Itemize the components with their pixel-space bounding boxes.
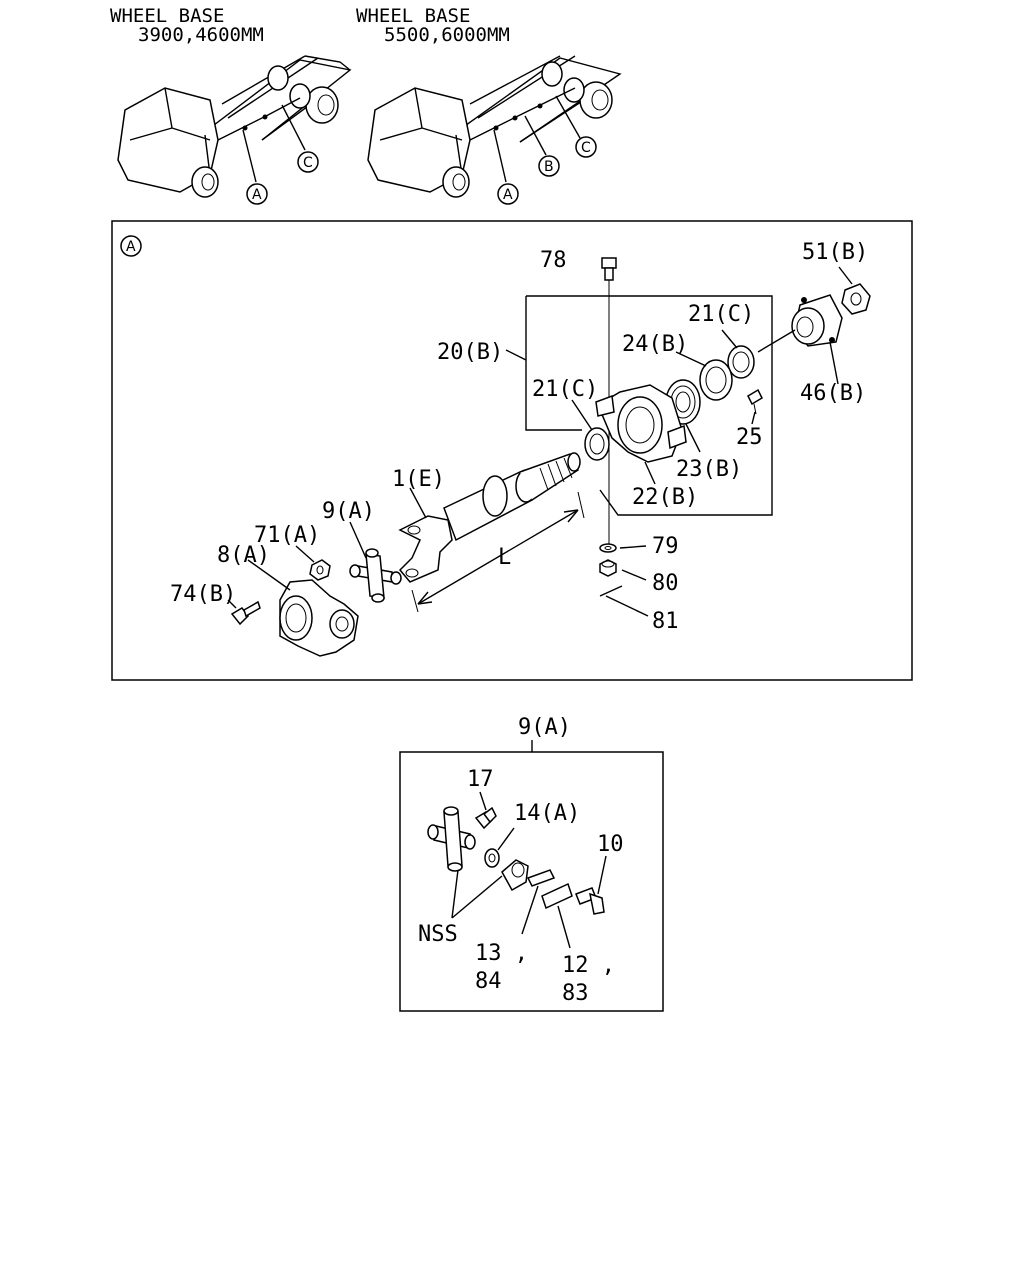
- callout-b-truck2: B: [538, 155, 560, 177]
- seal-14a: [484, 848, 500, 868]
- svg-text:A: A: [126, 239, 136, 255]
- label-12: 12 ,: [562, 953, 615, 978]
- label-80: 80: [652, 571, 679, 596]
- cotter-pin-81: [599, 585, 623, 597]
- label-84: 84: [475, 969, 502, 994]
- label-9a: 9(A): [322, 499, 375, 524]
- dimension-l: [411, 491, 585, 613]
- label-nss: NSS: [418, 922, 458, 947]
- seal-21c-mid: [584, 427, 610, 461]
- callout-a-assembly: A: [120, 235, 142, 257]
- grease-fitting-17: [474, 806, 497, 830]
- wheel-base-left-value: 3900,4600MM: [138, 24, 264, 46]
- label-71a: 71(A): [254, 523, 320, 548]
- svg-text:B: B: [544, 159, 554, 175]
- label-8a: 8(A): [217, 543, 270, 568]
- bearing-cup: [501, 859, 529, 892]
- svg-text:C: C: [581, 140, 591, 156]
- label-20b: 20(B): [437, 340, 503, 365]
- label-17: 17: [467, 767, 494, 792]
- truck-illustration-short-wheelbase: [117, 55, 352, 198]
- label-25: 25: [736, 425, 763, 450]
- label-13: 13 ,: [475, 941, 528, 966]
- label-74b: 74(B): [170, 582, 236, 607]
- flange-yoke-8a: [279, 579, 359, 657]
- label-46b: 46(B): [800, 381, 866, 406]
- label-22b: 22(B): [632, 485, 698, 510]
- label-dimension-l: L: [498, 545, 511, 570]
- slinger-24b: [699, 359, 733, 401]
- detail-9a-frame: [399, 751, 664, 1012]
- svg-text:A: A: [252, 187, 262, 203]
- label-1e: 1(E): [392, 467, 445, 492]
- svg-text:C: C: [303, 155, 313, 171]
- flange-46b: [791, 294, 843, 347]
- label-81: 81: [652, 609, 679, 634]
- grease-nipple-25: [747, 388, 763, 415]
- wheel-base-right-value: 5500,6000MM: [384, 24, 510, 46]
- label-21c-top: 21(C): [688, 302, 754, 327]
- assembly-a-frame: [111, 220, 913, 681]
- callout-c-truck2: C: [575, 136, 597, 158]
- plate-12: [541, 882, 573, 910]
- bolt-10: [575, 887, 605, 915]
- label-78: 78: [540, 248, 567, 273]
- label-83: 83: [562, 981, 589, 1006]
- callout-a-truck2: A: [497, 183, 519, 205]
- label-23b: 23(B): [676, 457, 742, 482]
- nut-71a: [309, 559, 331, 581]
- label-21c-mid: 21(C): [532, 377, 598, 402]
- nut-80: [599, 559, 617, 577]
- label-24b: 24(B): [622, 332, 688, 357]
- washer-79: [599, 543, 617, 553]
- center-bearing-bracket-22b: [595, 384, 687, 463]
- label-51b: 51(B): [802, 240, 868, 265]
- spider-cross: [427, 806, 476, 872]
- nut-51b: [841, 283, 871, 315]
- truck-illustration-long-wheelbase: [367, 55, 622, 198]
- bolt-74b: [230, 600, 261, 626]
- propeller-shaft-1e: [398, 452, 581, 583]
- svg-text:A: A: [503, 187, 513, 203]
- callout-a-truck1: A: [246, 183, 268, 205]
- callout-c-truck1: C: [297, 151, 319, 173]
- label-10: 10: [597, 832, 624, 857]
- universal-joint-9a: [349, 548, 402, 603]
- detail-title-9a: 9(A): [518, 715, 571, 740]
- label-79: 79: [652, 534, 679, 559]
- wheel-base-right-title: WHEEL BASE: [356, 5, 470, 27]
- wheel-base-left-title: WHEEL BASE: [110, 5, 224, 27]
- seal-21c-top: [727, 345, 755, 379]
- lock-plate-13: [526, 869, 556, 887]
- label-14a: 14(A): [514, 801, 580, 826]
- center-bearing-group-bracket: [525, 295, 773, 516]
